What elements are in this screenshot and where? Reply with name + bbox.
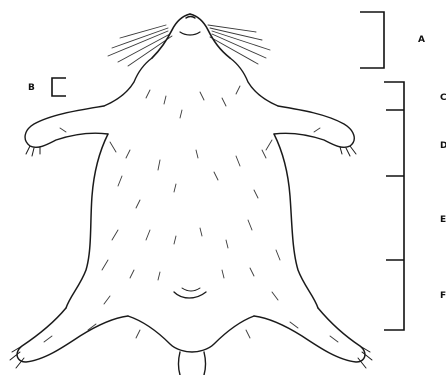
rat-body-outline bbox=[10, 14, 372, 375]
label-d: D bbox=[440, 141, 446, 151]
label-e: E bbox=[440, 215, 446, 225]
whiskers bbox=[108, 25, 270, 66]
torso-left-side bbox=[66, 134, 108, 308]
genital-region-inner bbox=[182, 288, 200, 291]
region-bracket-a bbox=[360, 12, 384, 68]
region-bracket-b bbox=[52, 78, 66, 96]
right-hindlimb bbox=[254, 308, 365, 362]
mouth bbox=[180, 32, 200, 35]
left-forelimb bbox=[25, 106, 108, 147]
head-outline bbox=[152, 14, 230, 58]
label-a: A bbox=[418, 35, 425, 45]
label-f: F bbox=[440, 291, 446, 301]
torso-right-side bbox=[274, 134, 318, 308]
fur-texture bbox=[44, 86, 338, 342]
nose bbox=[186, 17, 195, 19]
right-forelimb bbox=[274, 106, 354, 147]
region-bracket-c-f bbox=[384, 82, 404, 330]
genital-region bbox=[174, 292, 206, 298]
label-b: B bbox=[28, 83, 35, 93]
pelvis-outline bbox=[128, 316, 254, 352]
tail-base bbox=[179, 352, 206, 375]
left-hindlimb bbox=[17, 308, 128, 362]
label-c: C bbox=[440, 93, 446, 103]
neck-outline-left bbox=[104, 58, 152, 106]
neck-outline-right bbox=[230, 58, 278, 106]
